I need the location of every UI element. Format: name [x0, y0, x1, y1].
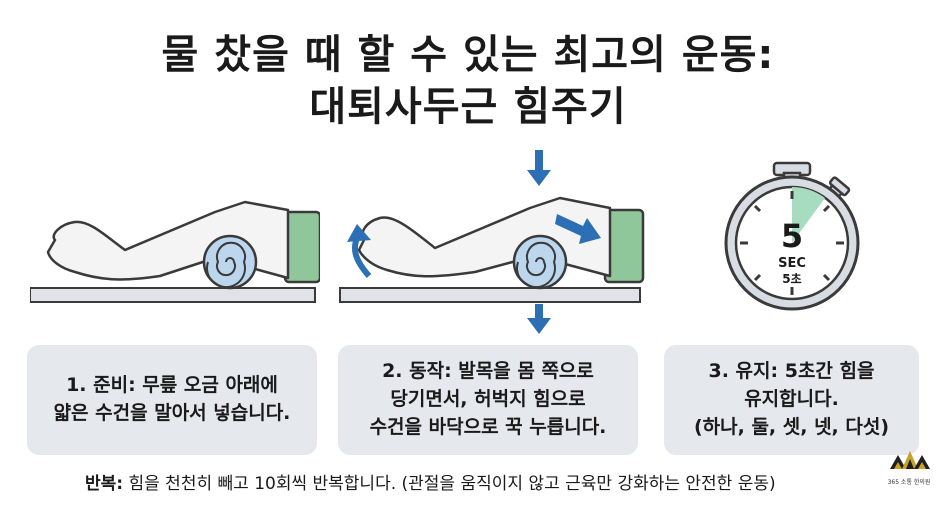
arrow-down-bottom-icon [527, 304, 551, 334]
logo-text: 365 소통 한의원 [887, 479, 931, 486]
timer-number: 5 [781, 217, 803, 255]
timer-unit: SEC [778, 256, 806, 271]
shorts [283, 210, 320, 284]
step-text-line: 수건을 바닥으로 꾹 누릅니다. [369, 416, 607, 438]
step-text-line: 3. 유지: 5초간 힘을 [708, 360, 875, 382]
step-text-line: 당기면서, 허벅지 힘으로 [390, 388, 586, 410]
rolled-towel-icon [202, 234, 258, 290]
step-text-line: 2. 동작: 발목을 몸 쪽으로 [382, 360, 594, 382]
clinic-logo: 365 소통 한의원 [886, 447, 932, 499]
footer-note: 반복: 힘을 천천히 빼고 10회씩 반복합니다. (관절을 움직이지 않고 근… [85, 471, 776, 497]
footer-text: 힘을 천천히 빼고 10회씩 반복합니다. (관절을 움직이지 않고 근육만 강… [123, 474, 776, 494]
step-text-line: 1. 준비: 무릎 오금 아래에 [66, 374, 278, 396]
illustration-action [339, 150, 645, 334]
arrow-down-top-icon [527, 150, 551, 186]
rolled-towel-icon [512, 234, 568, 290]
arrow-thigh-icon [555, 214, 601, 244]
logo-mark-icon [890, 451, 930, 469]
arrow-curve-foot-head [347, 224, 371, 242]
timer-wedge [792, 187, 825, 243]
floor [339, 287, 641, 303]
floor [30, 287, 316, 303]
step-text-line: (하나, 둘, 셋, 넷, 다섯) [693, 416, 890, 438]
stopwatch-icon: 5 SEC 5초 [724, 161, 860, 311]
step-card-action: 2. 동작: 발목을 몸 쪽으로 당기면서, 허벅지 힘으로 수건을 바닥으로 … [338, 345, 638, 455]
step-text-line: 얇은 수건을 말아서 넣습니다. [53, 402, 291, 424]
step-text-line: 유지합니다. [744, 388, 839, 410]
timer-unit-ko: 5초 [782, 272, 801, 286]
step-card-prepare: 1. 준비: 무릎 오금 아래에 얇은 수건을 말아서 넣습니다. [27, 345, 317, 455]
page-title-line-1: 물 찼을 때 할 수 있는 최고의 운동: [161, 32, 775, 78]
footer-label: 반복: [85, 474, 124, 494]
illustration-prepare [30, 200, 320, 303]
page-title-line-2: 대퇴사두근 힘주기 [309, 84, 627, 130]
leg [357, 196, 612, 278]
step-card-hold: 3. 유지: 5초간 힘을 유지합니다. (하나, 둘, 셋, 넷, 다섯) [664, 345, 919, 455]
